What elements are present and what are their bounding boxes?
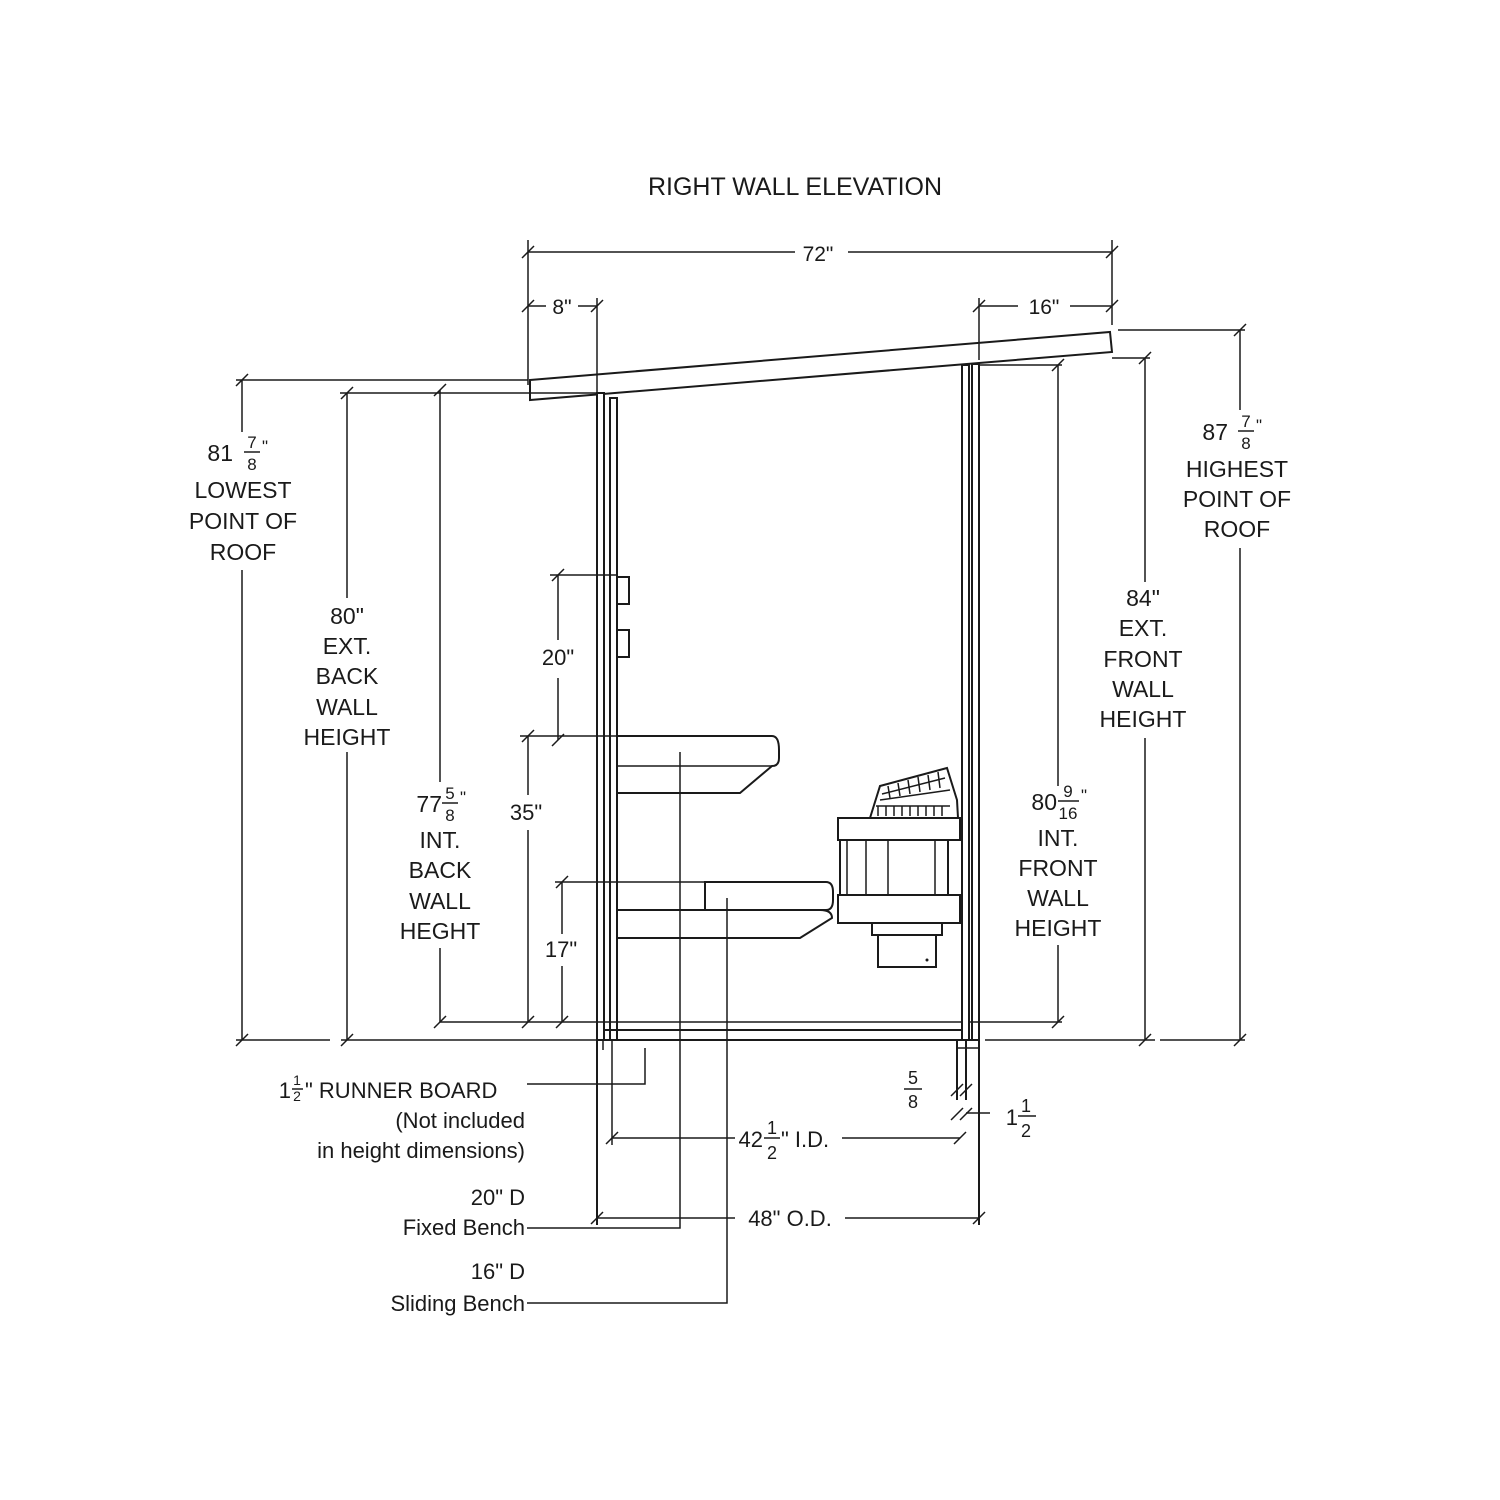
svg-text:FRONT: FRONT [1018, 855, 1097, 881]
svg-text:7: 7 [1241, 412, 1250, 431]
inner-depth-label: 42 1 2 " I.D. [739, 1118, 830, 1163]
svg-text:INT.: INT. [420, 827, 461, 853]
svg-text:in height dimensions): in height dimensions) [317, 1138, 525, 1163]
svg-text:": " [460, 788, 466, 807]
svg-text:HIGHEST: HIGHEST [1186, 456, 1288, 482]
sliding-bench-callout: 16" D Sliding Bench [390, 1259, 525, 1316]
svg-text:POINT OF: POINT OF [189, 508, 297, 534]
lowest-roof-label: 81 7 8 " LOWEST POINT OF ROOF [189, 433, 297, 565]
svg-text:9: 9 [1063, 782, 1072, 801]
svg-text:HEIGHT: HEIGHT [1015, 915, 1102, 941]
svg-text:FRONT: FRONT [1103, 646, 1182, 672]
dimension-lines [235, 240, 1247, 1225]
svg-text:WALL: WALL [1112, 676, 1174, 702]
backrest-lower [616, 629, 630, 658]
roof [529, 330, 1114, 402]
back-wall [596, 392, 605, 1041]
wall-thickness-label: 5 8 [904, 1068, 922, 1112]
sauna-structure [440, 330, 1114, 1225]
back-overhang-label: 8" [552, 296, 571, 319]
svg-text:HEIGHT: HEIGHT [1100, 706, 1187, 732]
backrest-upper [616, 576, 630, 605]
svg-text:2: 2 [1021, 1121, 1031, 1141]
sliding-bench [704, 881, 834, 911]
lower-bench-height-label: 17" [545, 937, 577, 962]
svg-text:INT.: INT. [1038, 825, 1079, 851]
svg-text:" RUNNER BOARD: " RUNNER BOARD [305, 1078, 497, 1103]
heater [837, 766, 961, 968]
front-wall-inner [971, 363, 980, 1041]
runner-thickness-label: 1 1 2 [1006, 1096, 1036, 1141]
svg-text:81: 81 [207, 440, 233, 466]
svg-text:20" D: 20" D [471, 1185, 525, 1210]
svg-text:ROOF: ROOF [1204, 516, 1270, 542]
svg-text:Fixed Bench: Fixed Bench [403, 1215, 525, 1240]
front-overhang-label: 16" [1029, 296, 1060, 319]
svg-text:5: 5 [908, 1068, 918, 1088]
svg-text:16: 16 [1059, 804, 1078, 823]
svg-text:7: 7 [247, 433, 256, 452]
ext-back-wall-label: 80" EXT. BACK WALL HEIGHT [304, 603, 391, 750]
svg-text:HEGHT: HEGHT [400, 918, 481, 944]
svg-text:WALL: WALL [1027, 885, 1089, 911]
front-wall [961, 364, 970, 1041]
svg-text:80: 80 [1031, 789, 1057, 815]
svg-text:POINT OF: POINT OF [1183, 486, 1291, 512]
svg-text:42: 42 [739, 1127, 763, 1152]
ext-front-wall-label: 84" EXT. FRONT WALL HEIGHT [1100, 585, 1187, 732]
svg-text:1: 1 [767, 1118, 777, 1138]
svg-text:EXT.: EXT. [1119, 615, 1168, 641]
svg-text:WALL: WALL [409, 888, 471, 914]
runner-board-callout: 1 1 2 " RUNNER BOARD (Not included in he… [279, 1072, 525, 1163]
svg-text:2: 2 [293, 1088, 301, 1104]
overall-width-label: 72" [803, 243, 834, 266]
svg-text:" I.D.: " I.D. [781, 1127, 829, 1152]
svg-text:1: 1 [1006, 1105, 1018, 1130]
svg-text:LOWEST: LOWEST [194, 477, 291, 503]
svg-text:HEIGHT: HEIGHT [304, 724, 391, 750]
svg-text:2: 2 [767, 1143, 777, 1163]
int-back-wall-label: 77 5 8 " INT. BACK WALL HEGHT [400, 784, 481, 944]
svg-text:Sliding Bench: Sliding Bench [390, 1291, 525, 1316]
svg-text:1: 1 [293, 1072, 301, 1088]
svg-text:8: 8 [445, 806, 454, 825]
svg-text:8: 8 [1241, 434, 1250, 453]
upper-bench-height-label: 35" [510, 800, 542, 825]
outer-depth-label: 48" O.D. [748, 1206, 832, 1231]
backrest-gap-label: 20" [542, 645, 574, 670]
svg-text:": " [262, 437, 268, 456]
svg-text:(Not included: (Not included [395, 1108, 525, 1133]
svg-text:5: 5 [445, 784, 454, 803]
int-front-wall-label: 80 9 16 " INT. FRONT WALL HEIGHT [1015, 782, 1102, 941]
svg-text:84": 84" [1126, 585, 1160, 611]
svg-text:80": 80" [330, 603, 364, 629]
svg-text:16" D: 16" D [471, 1259, 525, 1284]
svg-text:8: 8 [908, 1092, 918, 1112]
svg-text:8: 8 [247, 455, 256, 474]
svg-text:": " [1081, 786, 1087, 805]
fixed-bench-callout: 20" D Fixed Bench [403, 1185, 525, 1240]
svg-text:": " [1256, 416, 1262, 435]
svg-text:77: 77 [416, 791, 442, 817]
svg-text:WALL: WALL [316, 694, 378, 720]
back-wall-inner [609, 397, 618, 1041]
svg-text:87: 87 [1202, 419, 1228, 445]
svg-text:1: 1 [1021, 1096, 1031, 1116]
upper-fixed-bench [616, 735, 780, 794]
callout-leaders [527, 752, 728, 1304]
highest-roof-label: 87 7 8 " HIGHEST POINT OF ROOF [1183, 412, 1291, 542]
svg-text:ROOF: ROOF [210, 539, 276, 565]
svg-text:BACK: BACK [316, 663, 379, 689]
drawing-title: RIGHT WALL ELEVATION [648, 173, 942, 201]
lower-bench [616, 909, 834, 939]
svg-text:1: 1 [279, 1078, 291, 1103]
svg-text:BACK: BACK [409, 857, 472, 883]
svg-text:EXT.: EXT. [323, 633, 372, 659]
